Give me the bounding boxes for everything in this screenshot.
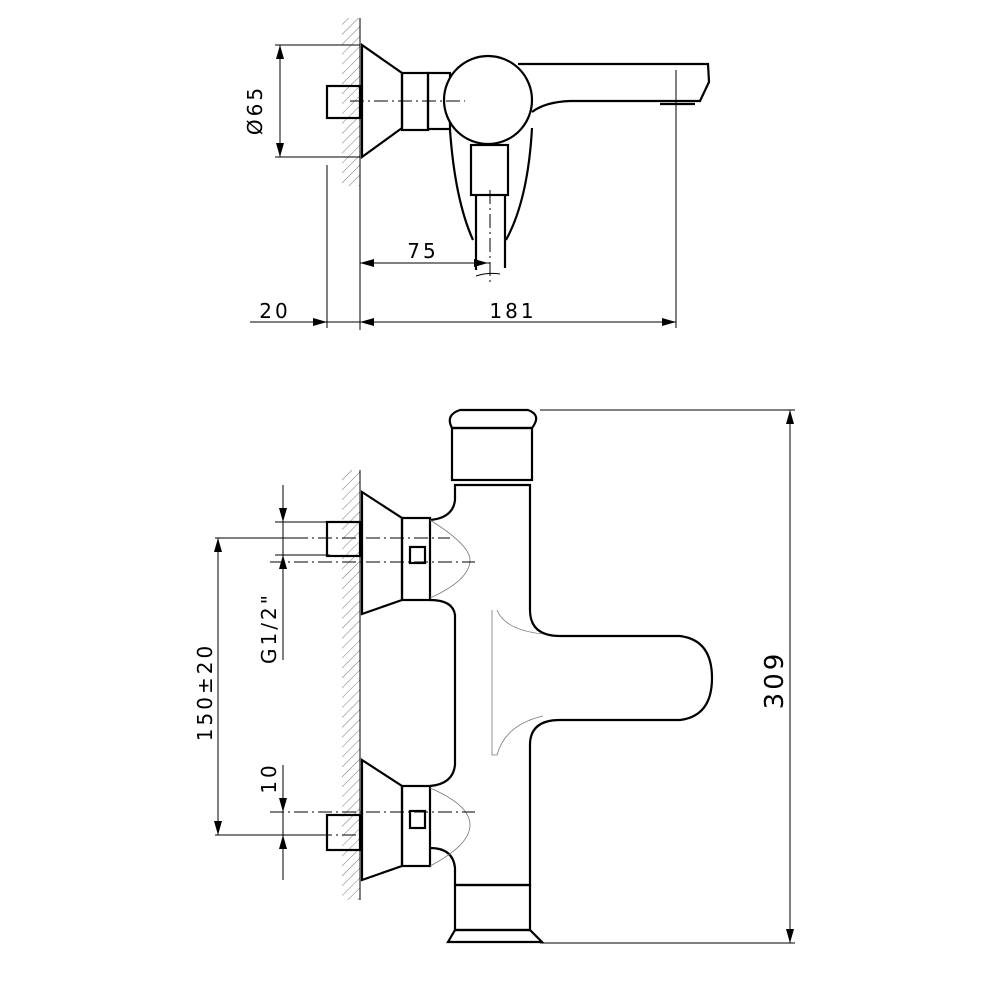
- dim-offset-label: 75: [407, 239, 438, 263]
- bottom-flare: [446, 928, 545, 944]
- upper-inlet: [325, 520, 362, 558]
- upper-escutcheon: [360, 489, 404, 616]
- top-cap: [450, 426, 534, 482]
- front-view: G1/2" 150±20 10 309: [193, 408, 795, 944]
- lower-inlet: [325, 813, 362, 852]
- top-knob: [448, 408, 538, 430]
- spout: [518, 62, 711, 113]
- dim-eccentric-label: 10: [257, 762, 281, 793]
- stem: [474, 195, 507, 270]
- lower-square: [408, 809, 427, 830]
- dimension-lines: [250, 44, 677, 328]
- inlet-pipe: [325, 84, 362, 120]
- dim-thread-label: G1/2": [257, 592, 281, 664]
- upper-square: [408, 545, 427, 565]
- lever-block: [469, 143, 510, 197]
- mixer-body: [429, 483, 714, 887]
- handle-disc: [442, 54, 534, 146]
- dim-projection-label: 181: [489, 299, 536, 323]
- bottom-cap: [453, 883, 532, 932]
- dimension-lines: [214, 409, 795, 944]
- wall-hatch: [342, 470, 360, 900]
- dim-height-label: 309: [760, 651, 790, 710]
- top-view: Ø65 75 20 181: [243, 18, 711, 330]
- dim-diameter-label: Ø65: [243, 85, 267, 135]
- dim-wall-label: 20: [259, 299, 290, 323]
- lever: [448, 127, 534, 241]
- lower-escutcheon: [360, 757, 404, 882]
- wall-hatch: [342, 18, 360, 186]
- dim-centers-label: 150±20: [193, 643, 217, 741]
